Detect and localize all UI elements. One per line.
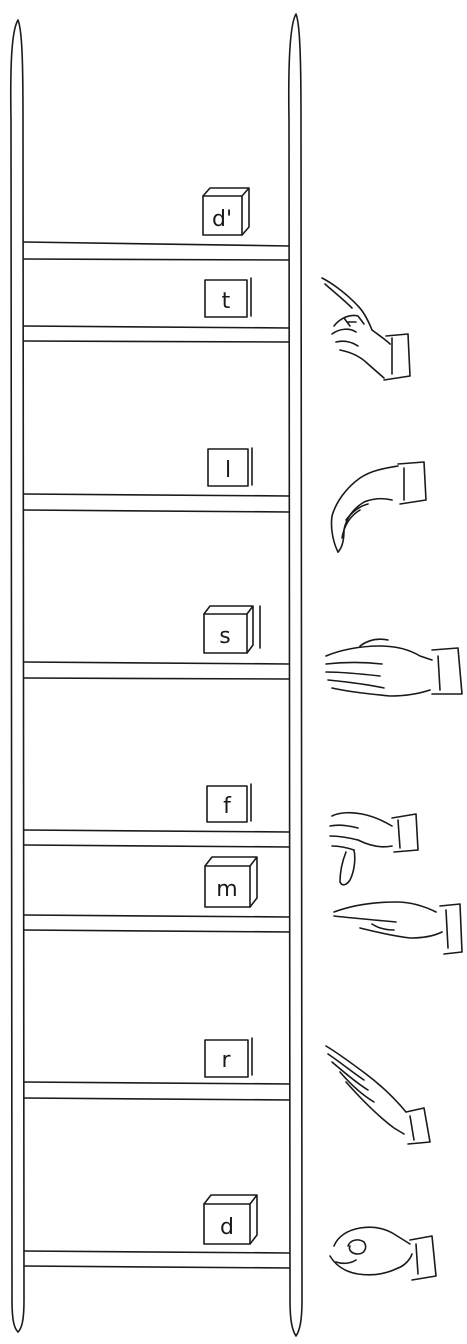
okay-circle-hand <box>330 1227 436 1280</box>
thumb-down-hand <box>330 813 418 885</box>
right-rail <box>289 14 302 1336</box>
block-l-label: l <box>225 458 231 483</box>
rung-5 <box>24 830 289 847</box>
block-s-label: s <box>219 624 230 649</box>
flat-palm-hand <box>326 639 462 696</box>
block-l: l <box>208 448 252 486</box>
flat-hand-pointing <box>334 902 462 954</box>
block-d-label: d <box>220 1215 234 1240</box>
rung-1 <box>24 242 289 260</box>
cupped-hand <box>331 462 426 552</box>
rung-2 <box>24 326 289 342</box>
block-f-label: f <box>223 794 232 819</box>
block-r-label: r <box>221 1048 231 1073</box>
block-f: f <box>207 784 251 822</box>
rung-8 <box>24 1251 289 1268</box>
block-s: s <box>204 606 260 653</box>
hand-signs <box>322 278 462 1280</box>
block-d-prime-label: d' <box>212 207 232 232</box>
blocks: d' t l s f m <box>203 188 260 1244</box>
block-t-label: t <box>222 289 231 314</box>
rung-7 <box>24 1082 289 1100</box>
rung-3 <box>24 494 289 512</box>
block-r: r <box>205 1038 252 1077</box>
block-t: t <box>205 278 251 317</box>
rungs <box>24 242 289 1268</box>
index-pointing-up-hand <box>322 278 410 380</box>
block-d-prime: d' <box>203 188 249 235</box>
block-m: m <box>205 857 257 907</box>
rung-6 <box>24 915 289 932</box>
block-d: d <box>204 1195 257 1244</box>
rung-4 <box>24 662 289 679</box>
left-rail <box>11 20 24 1332</box>
slanted-hand <box>326 1046 430 1144</box>
block-m-label: m <box>216 877 237 902</box>
